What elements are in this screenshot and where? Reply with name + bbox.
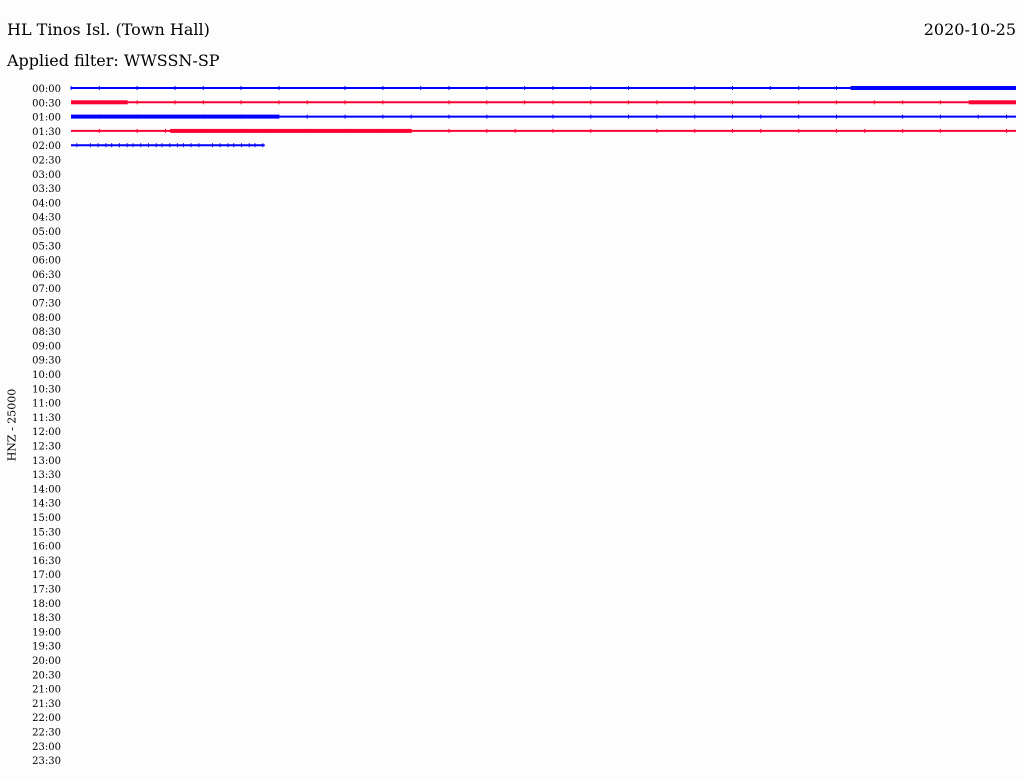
row-time-label: 02:30 [32, 156, 61, 167]
row-time-label: 00:30 [32, 98, 61, 109]
row-time-label: 21:30 [32, 699, 61, 710]
row-time-label: 13:00 [32, 456, 61, 467]
row-time-label: 08:00 [32, 313, 61, 324]
row-time-label: 01:00 [32, 113, 61, 124]
row-time-label: 01:30 [32, 127, 61, 138]
row-time-label: 20:00 [32, 656, 61, 667]
trace-noise-segment [71, 114, 279, 119]
row-time-label: 17:30 [32, 585, 61, 596]
row-time-label: 22:30 [32, 728, 61, 739]
row-time-label: 15:30 [32, 527, 61, 538]
row-time-label: 09:00 [32, 341, 61, 352]
row-time-label: 10:00 [32, 370, 61, 381]
row-time-label: 23:30 [32, 756, 61, 767]
row-time-label: 03:00 [32, 170, 61, 181]
row-time-label: 22:00 [32, 713, 61, 724]
row-time-label: 19:00 [32, 627, 61, 638]
row-time-label: 18:00 [32, 599, 61, 610]
row-time-label: 14:00 [32, 484, 61, 495]
row-time-label: 03:30 [32, 184, 61, 195]
row-time-label: 05:30 [32, 241, 61, 252]
row-time-label: 11:00 [32, 399, 61, 410]
row-time-label: 12:30 [32, 442, 61, 453]
row-time-label: 05:00 [32, 227, 61, 238]
filter-label: Applied filter: WWSSN-SP [7, 51, 220, 70]
trace-noise-segment [968, 100, 1016, 105]
row-time-label: 13:30 [32, 470, 61, 481]
row-time-label: 06:00 [32, 256, 61, 267]
row-time-label: 07:30 [32, 299, 61, 310]
row-time-label: 09:30 [32, 356, 61, 367]
station-title: HL Tinos Isl. (Town Hall) [7, 20, 210, 39]
row-time-label: 16:30 [32, 556, 61, 567]
row-time-label: 02:00 [32, 141, 61, 152]
row-time-label: 21:00 [32, 685, 61, 696]
row-time-label: 07:00 [32, 284, 61, 295]
row-time-label: 10:30 [32, 384, 61, 395]
row-time-label: 16:00 [32, 542, 61, 553]
row-time-label: 12:00 [32, 427, 61, 438]
row-time-label: 15:00 [32, 513, 61, 524]
row-time-label: 18:30 [32, 613, 61, 624]
row-time-label: 19:30 [32, 642, 61, 653]
trace-noise-segment [170, 128, 412, 133]
row-time-label: 23:00 [32, 742, 61, 753]
row-time-label: 08:30 [32, 327, 61, 338]
row-time-label: 20:30 [32, 670, 61, 681]
row-time-label: 17:00 [32, 570, 61, 581]
row-time-label: 14:30 [32, 499, 61, 510]
row-time-label: 04:30 [32, 213, 61, 224]
row-time-label: 00:00 [32, 84, 61, 95]
row-time-label: 06:30 [32, 270, 61, 281]
trace-noise-segment [850, 86, 1016, 90]
row-time-label: 11:30 [32, 413, 61, 424]
date-label: 2020-10-25 [923, 20, 1016, 39]
row-time-label: 04:00 [32, 198, 61, 209]
